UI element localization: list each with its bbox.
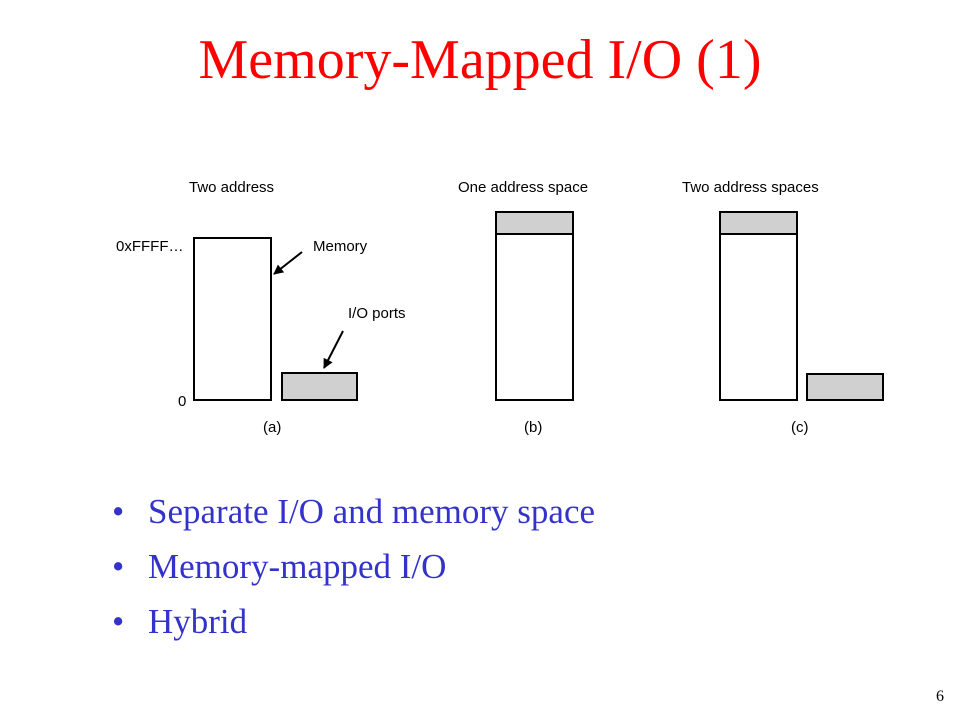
caption-a: (a): [263, 419, 281, 436]
caption-c: (c): [791, 419, 809, 436]
io-ports-block-c: [806, 373, 884, 401]
memory-block-b: [495, 233, 574, 401]
bullet-text: Separate I/O and memory space: [148, 492, 596, 531]
bottom-address-label: 0: [178, 393, 186, 410]
bullet-item: • Separate I/O and memory space: [112, 484, 595, 539]
bullet-item: • Memory-mapped I/O: [112, 539, 595, 594]
address-space-diagram: Two address One address space Two addres…: [116, 179, 884, 436]
io-ports-label: I/O ports: [348, 305, 406, 322]
column-a-header: Two address: [189, 179, 274, 196]
io-ports-block-a: [281, 372, 358, 401]
memory-pointer-arrow: [273, 251, 303, 275]
io-region-b: [495, 211, 574, 235]
bullet-text: Hybrid: [148, 602, 248, 641]
column-c-header: Two address spaces: [682, 179, 819, 196]
bullet-marker: •: [112, 602, 125, 641]
bullet-text: Memory-mapped I/O: [148, 547, 447, 586]
caption-b: (b): [524, 419, 542, 436]
top-address-label: 0xFFFF…: [116, 238, 184, 255]
io-ports-pointer-arrow: [323, 330, 344, 369]
column-b-header: One address space: [458, 179, 588, 196]
bullet-list: • Separate I/O and memory space • Memory-m…: [112, 484, 595, 649]
memory-block-a: [193, 237, 272, 401]
bullet-marker: •: [112, 492, 125, 531]
bullet-marker: •: [112, 547, 125, 586]
bullet-item: • Hybrid: [112, 594, 595, 649]
io-region-c: [719, 211, 798, 235]
slide-title: Memory-Mapped I/O (1): [198, 29, 762, 91]
memory-label: Memory: [313, 238, 368, 255]
memory-block-c: [719, 233, 798, 401]
page-number: 6: [936, 688, 944, 705]
